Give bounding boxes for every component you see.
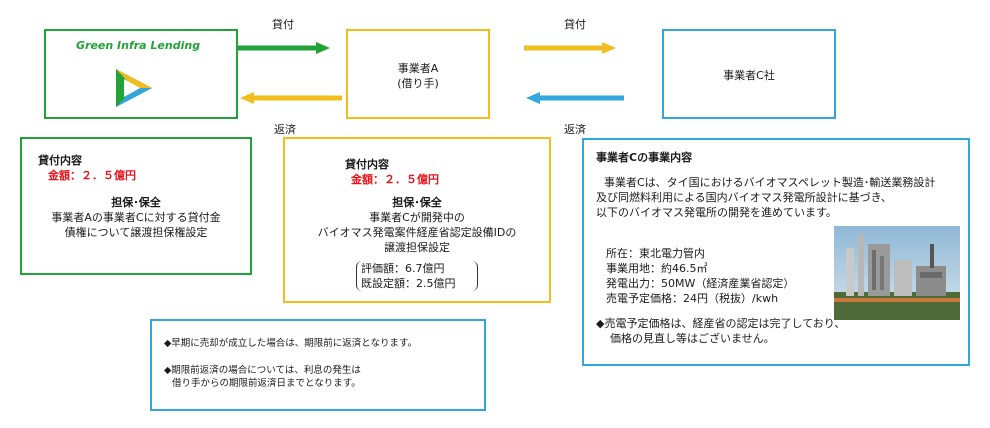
borrower-name: 事業者A [397, 62, 439, 75]
partner-business-details: 事業者Cの事業内容 事業者Cは、タイ国におけるバイオマスペレット製造･輸送業務設… [582, 138, 970, 366]
borrower-role: (借り手) [397, 77, 439, 90]
repay-arrow-left [240, 92, 342, 104]
plant-details: 所在：東北電力管内 事業用地：約46.5㎡ 発電出力：50MW（経済産業省認定）… [606, 246, 968, 306]
loan-heading: 貸付内容 [345, 158, 389, 171]
borrower-box: 事業者A (借り手) [346, 29, 490, 119]
price-note: ◆売電予定価格は、経産省の認定は完了しており、 価格の見直し等はございません。 [596, 316, 968, 346]
price-note-line: ◆売電予定価格は、経産省の認定は完了しており、 [596, 317, 846, 330]
plant-location: 所在：東北電力管内 [606, 247, 705, 260]
note-early-repay: ◆期限前返済の場合については、利息の発生は [164, 365, 361, 376]
loan-label-right: 貸付 [564, 18, 586, 31]
collateral-line: 事業者Aの事業者Cに対する貸付金 [51, 211, 221, 224]
repayment-notes: ◆早期に売却が成立した場合は、期限前に返済となります。 ◆期限前返済の場合につい… [150, 319, 486, 411]
repay-arrow-right [526, 92, 624, 104]
partner-box: 事業者C社 [662, 29, 836, 119]
loan-heading: 貸付内容 [38, 154, 82, 167]
collateral-line: バイオマス発電案件経産省認定設備IDの [317, 226, 517, 239]
collateral-title: 担保･保全 [392, 196, 442, 209]
collateral-line: 債権について譲渡担保権設定 [64, 226, 208, 239]
loan-arrow-left [238, 42, 330, 54]
loan-amount: 金額：２．５億円 [351, 173, 439, 186]
plant-site-area: 事業用地：約46.5㎡ [606, 262, 708, 275]
loan-label-left: 貸付 [272, 18, 294, 31]
set-amount: 既設定額：2.5億円 [361, 277, 456, 290]
collateral-line: 譲渡担保設定 [384, 241, 450, 254]
repay-label-right: 返済 [564, 123, 586, 136]
loan-arrow-right [524, 42, 616, 54]
repay-label-left: 返済 [274, 123, 296, 136]
collateral-title: 担保･保全 [111, 196, 161, 209]
plant-price: 売電予定価格：24円（税抜）/kwh [606, 292, 779, 305]
lender-box: Green Infra Lending [44, 29, 238, 119]
partner-name: 事業者C社 [723, 69, 775, 82]
borrower-loan-details: 貸付内容 金額：２．５億円 担保･保全 事業者Cが開発中の バイオマス発電案件経… [283, 137, 551, 303]
lender-loan-details: 貸付内容 金額：２．５億円 担保･保全 事業者Aの事業者Cに対する貸付金 債権に… [20, 137, 252, 275]
note-interest-period: 借り手からの期限前返済日までとなります。 [172, 378, 361, 389]
note-early-sale: ◆早期に売却が成立した場合は、期限前に返済となります。 [164, 338, 418, 349]
business-desc: 事業者Cは、タイ国におけるバイオマスペレット製造･輸送業務設計 及び同燃料利用に… [596, 175, 968, 220]
plant-output: 発電出力：50MW（経済産業省認定） [606, 277, 795, 290]
lender-brand: Green Infra Lending [76, 39, 201, 52]
triangle-play-logo-icon [116, 69, 152, 107]
business-desc-line: 及び同燃料利用による国内バイオマス発電所設計に基づき、 [596, 191, 892, 204]
valuation-bracket: 評価額：6.7億円 既設定額：2.5億円 [356, 261, 478, 291]
business-desc-line: 以下のバイオマス発電所の開発を進めています。 [596, 206, 837, 219]
valuation-amount: 評価額：6.7億円 [361, 262, 445, 275]
business-desc-line: 事業者Cは、タイ国におけるバイオマスペレット製造･輸送業務設計 [604, 176, 936, 189]
collateral-line: 事業者Cが開発中の [369, 211, 465, 224]
loan-amount: 金額：２．５億円 [48, 169, 136, 182]
power-plant-photo [834, 226, 960, 320]
price-note-line: 価格の見直し等はございません。 [610, 332, 775, 345]
business-heading: 事業者Cの事業内容 [596, 151, 693, 164]
